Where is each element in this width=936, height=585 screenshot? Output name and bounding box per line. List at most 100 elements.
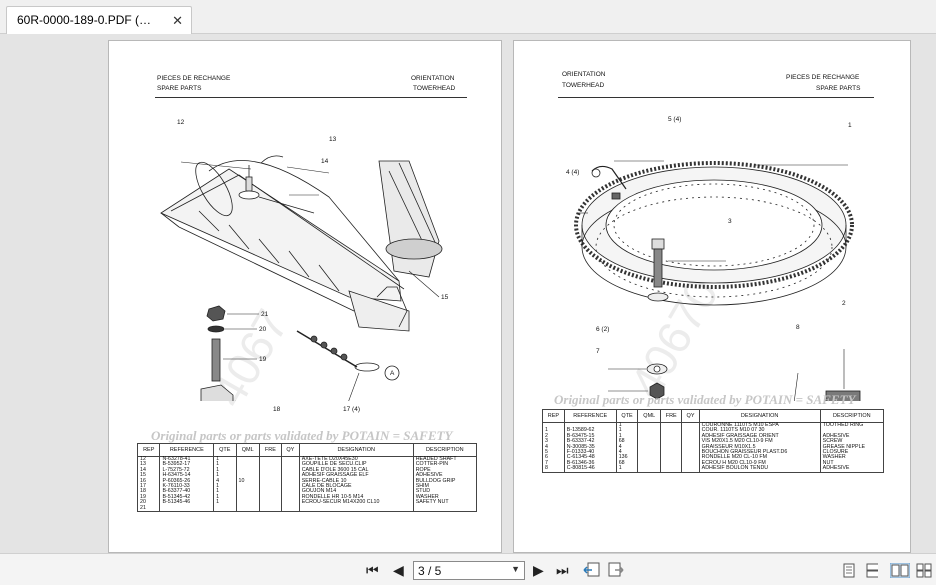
table-cell bbox=[258, 500, 282, 506]
column-header: DESIGNATION bbox=[298, 443, 414, 457]
table-cell: 1 bbox=[213, 499, 237, 506]
table-cell: 1 bbox=[615, 433, 639, 440]
callout-2: 2 bbox=[842, 300, 846, 307]
table-cell: WASHER bbox=[819, 455, 885, 461]
page-number-select[interactable]: 3 / 5 ▼ bbox=[413, 561, 525, 580]
table-cell bbox=[235, 467, 260, 474]
table-cell bbox=[159, 505, 215, 512]
table-cell bbox=[298, 505, 414, 512]
table-cell bbox=[235, 484, 260, 490]
column-header: DESIGNATION bbox=[698, 409, 821, 423]
close-tab-icon[interactable]: ✕ bbox=[172, 13, 183, 28]
table-cell: 4 bbox=[615, 444, 639, 451]
column-header: FRE bbox=[660, 409, 683, 423]
table-cell bbox=[235, 473, 260, 479]
table-cell bbox=[258, 467, 282, 474]
document-viewer[interactable]: PIECES DE RECHANGE SPARE PARTS ORIENTATI… bbox=[0, 34, 936, 553]
table-cell: 1 bbox=[213, 467, 237, 474]
table-cell bbox=[258, 456, 282, 463]
table-cell: 68 bbox=[615, 438, 639, 445]
towerhead-exploded-drawing bbox=[160, 155, 443, 401]
column-header: FRE bbox=[258, 443, 282, 457]
table-cell: F-01333-40 bbox=[563, 449, 617, 456]
table-cell bbox=[235, 489, 260, 495]
safety-watermark: Original parts or parts validated by POT… bbox=[554, 392, 856, 407]
table-cell: 15 bbox=[136, 472, 161, 479]
table-cell: B-63475-15 bbox=[563, 433, 617, 440]
table-cell bbox=[681, 439, 700, 445]
column-header: REFERENCE bbox=[159, 443, 215, 457]
header-left-fr: PIECES DE RECHANGE bbox=[157, 75, 231, 82]
page-number-value: 3 / 5 bbox=[418, 564, 442, 578]
callout-18: 18 bbox=[273, 406, 281, 413]
table-cell: TOOTHED RING bbox=[819, 422, 885, 429]
table-cell: 18 bbox=[136, 489, 161, 495]
next-page-button[interactable]: ▶ bbox=[533, 562, 544, 578]
table-cell: ADHESIF BOULON TENDU bbox=[698, 466, 821, 473]
table-cell: 1 bbox=[213, 483, 237, 490]
table-cell: ADHESIVE bbox=[412, 472, 478, 479]
table-cell: 20 bbox=[136, 499, 161, 506]
table-cell: 21 bbox=[136, 505, 161, 512]
tab-bar: 60R-0000-189-0.PDF (… ✕ bbox=[0, 0, 936, 34]
two-page-view-icon[interactable] bbox=[890, 563, 910, 578]
table-cell: WASHER bbox=[412, 494, 478, 501]
table-cell bbox=[258, 473, 282, 479]
header-left-fr: ORIENTATION bbox=[562, 71, 606, 78]
table-cell: 1 bbox=[615, 422, 639, 429]
table-cell: 136 bbox=[615, 455, 639, 461]
previous-page-button[interactable]: ◀ bbox=[393, 562, 404, 578]
callout-19: 19 bbox=[259, 356, 267, 363]
table-cell bbox=[681, 466, 700, 473]
table-cell bbox=[681, 444, 700, 451]
table-cell bbox=[235, 505, 260, 512]
table-cell bbox=[235, 456, 260, 463]
table-cell: B-13589-62 bbox=[563, 427, 617, 434]
table-cell: B-63337-42 bbox=[563, 438, 617, 445]
table-cell: 14 bbox=[136, 467, 161, 474]
callout-5: 5 (4) bbox=[668, 116, 682, 123]
single-page-view-icon[interactable] bbox=[843, 563, 855, 578]
first-page-button[interactable]: ⏮ bbox=[366, 562, 379, 578]
header-right-fr: PIECES DE RECHANGE bbox=[786, 74, 860, 81]
table-cell: SHIM bbox=[412, 483, 478, 490]
two-page-continuous-view-icon[interactable] bbox=[916, 563, 932, 578]
callout-a: A bbox=[390, 370, 395, 377]
table-cell: 1 bbox=[213, 461, 237, 468]
callout-8: 8 bbox=[796, 324, 800, 331]
callout-17: 17 (4) bbox=[343, 406, 360, 413]
callout-6: 6 (2) bbox=[596, 326, 610, 333]
table-cell bbox=[563, 422, 617, 429]
callout-15: 15 bbox=[441, 294, 449, 301]
callout-1: 1 bbox=[848, 122, 852, 129]
table-cell bbox=[637, 466, 662, 473]
table-cell: NUT bbox=[819, 460, 885, 467]
header-rule bbox=[558, 97, 874, 98]
header-rule bbox=[155, 97, 467, 98]
table-cell bbox=[258, 494, 282, 501]
callout-21: 21 bbox=[261, 311, 269, 318]
navigation-toolbar: ⏮ ◀ 3 / 5 ▼ ▶ ⏭ bbox=[0, 553, 936, 585]
callout-12: 12 bbox=[177, 119, 185, 126]
forward-view-icon[interactable] bbox=[607, 562, 625, 579]
table-cell: SAFETY NUT bbox=[412, 499, 478, 506]
continuous-view-icon[interactable] bbox=[866, 563, 878, 578]
table-cell: 12 bbox=[136, 456, 161, 463]
document-tab[interactable]: 60R-0000-189-0.PDF (… ✕ bbox=[6, 6, 192, 34]
table-cell: N-30085-35 bbox=[563, 444, 617, 451]
last-page-button[interactable]: ⏭ bbox=[556, 562, 569, 578]
table-cell: 17 bbox=[136, 483, 161, 490]
back-view-icon[interactable] bbox=[583, 562, 601, 579]
callout-3: 3 bbox=[728, 218, 732, 225]
table-cell: BULLDOG GRIP bbox=[412, 478, 478, 485]
table-cell: HEADED SHAFT bbox=[412, 456, 478, 463]
table-cell bbox=[258, 489, 282, 495]
column-header: QY bbox=[280, 443, 300, 457]
